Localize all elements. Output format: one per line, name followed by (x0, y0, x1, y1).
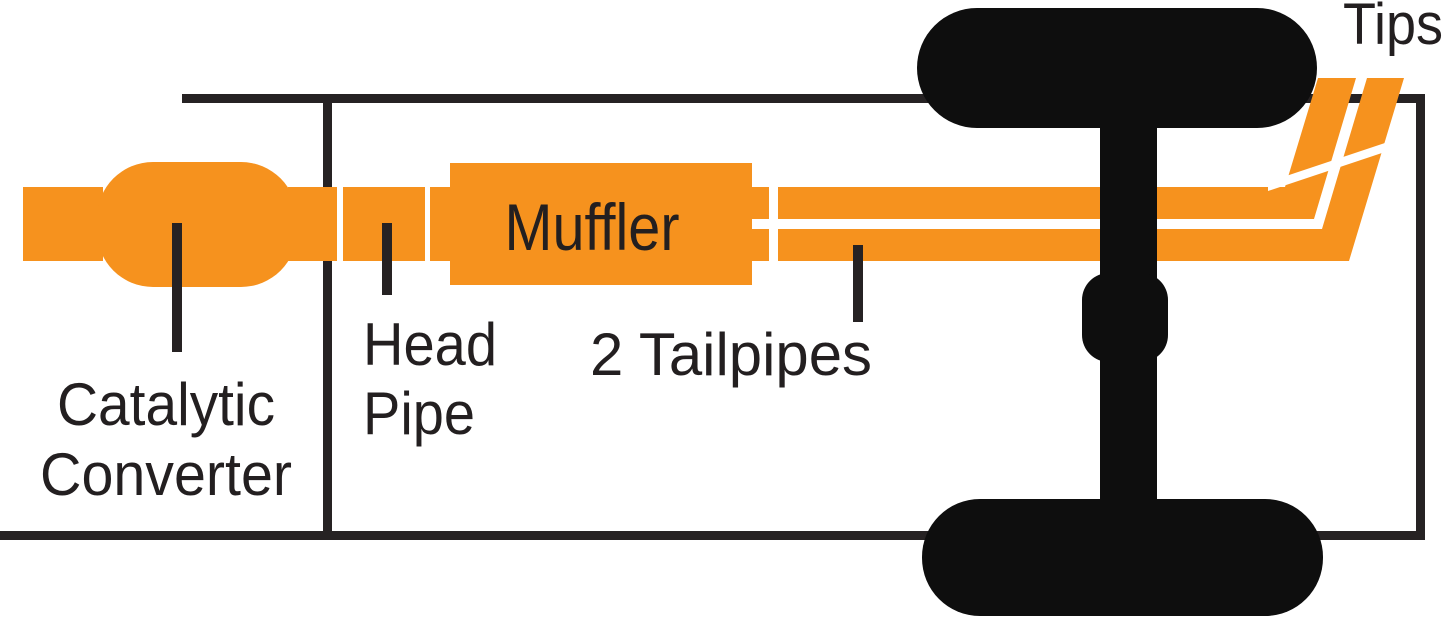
vehicle-frame-outline (0, 94, 1425, 540)
label-catalytic-line1: Catalytic (57, 371, 275, 438)
frame-right-rail (1416, 94, 1425, 540)
leader-catalytic-converter (172, 223, 182, 352)
wheel-bottom (922, 499, 1323, 616)
converter-outlet-pipe (288, 187, 337, 261)
frame-bottom-rail (0, 531, 1425, 540)
muffler-body (450, 163, 752, 285)
label-muffler: Muffler (505, 190, 680, 264)
differential-housing (1082, 273, 1168, 362)
frame-top-rail (182, 94, 1425, 103)
catalytic-converter-body (97, 162, 297, 287)
frame-cross-member (323, 94, 332, 540)
muffler-outlet-upper (752, 187, 769, 219)
tailpipe-upper (778, 78, 1356, 219)
label-tailpipes: 2 Tailpipes (590, 321, 872, 388)
leader-tailpipes (853, 245, 863, 322)
label-head-pipe-line2: Pipe (363, 380, 475, 447)
muffler-outlet-lower (752, 229, 769, 261)
label-tips: Tips (1343, 0, 1443, 57)
leader-lines (172, 223, 863, 352)
wheel-top (917, 8, 1317, 128)
label-head-pipe-line1: Head (363, 311, 497, 378)
exhaust-path (23, 78, 1412, 287)
label-catalytic-line2: Converter (40, 441, 292, 508)
tailpipe-lower (778, 78, 1404, 261)
converter-inlet-pipe (23, 187, 103, 261)
muffler-inlet-stub (430, 187, 450, 261)
rear-axle-assembly (917, 8, 1323, 616)
leader-head-pipe (382, 223, 392, 295)
tip-joint-gap (1268, 134, 1412, 191)
diagram-labels: Muffler Catalytic Converter Head Pipe 2 … (40, 0, 1443, 508)
